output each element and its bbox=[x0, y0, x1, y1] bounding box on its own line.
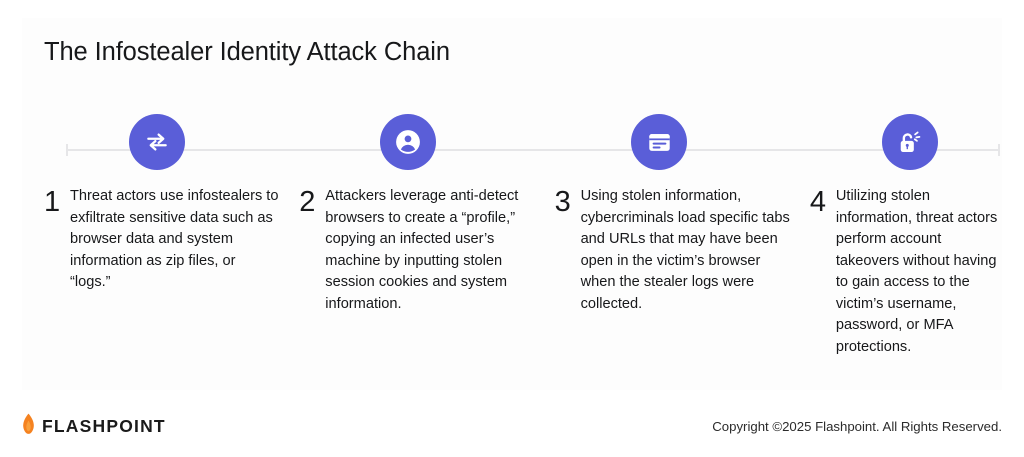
step-text-4: Utilizing stolen information, threat act… bbox=[835, 188, 998, 355]
timeline-node-3 bbox=[631, 114, 687, 170]
step-text-2: Attackers leverage anti-detect browsers … bbox=[325, 188, 519, 312]
flashpoint-logo: FLASHPOINT bbox=[22, 413, 166, 440]
timeline-node-2 bbox=[380, 114, 436, 170]
flashpoint-wordmark: FLASHPOINT bbox=[42, 416, 166, 436]
timeline-rail-cap-left bbox=[66, 144, 68, 156]
step-item-4: 4 Utilizing stolen information, threat a… bbox=[810, 186, 1002, 358]
timeline-node-4 bbox=[882, 114, 938, 170]
timeline-rail bbox=[66, 149, 1000, 151]
timeline-node-1 bbox=[129, 114, 185, 170]
flame-icon bbox=[22, 413, 35, 440]
step-number-1: 1 bbox=[44, 186, 61, 218]
steps-list: 1 Threat actors use infostealers to exfi… bbox=[44, 186, 1002, 358]
step-item-2: 2 Attackers leverage anti-detect browser… bbox=[299, 186, 554, 358]
step-item-1: 1 Threat actors use infostealers to exfi… bbox=[44, 186, 299, 358]
timeline-rail-cap-right bbox=[998, 144, 1000, 156]
step-text-1: Threat actors use infostealers to exfilt… bbox=[70, 188, 279, 290]
unlocked-padlock-icon bbox=[897, 129, 924, 156]
step-item-3: 3 Using stolen information, cybercrimina… bbox=[555, 186, 810, 358]
step-text-3: Using stolen information, cybercriminals… bbox=[580, 188, 790, 312]
transfer-arrows-icon bbox=[144, 129, 170, 155]
user-account-icon bbox=[394, 128, 422, 156]
infographic-card: The Infostealer Identity Attack Chain bbox=[22, 18, 1002, 390]
browser-window-icon bbox=[647, 130, 672, 155]
step-number-2: 2 bbox=[299, 186, 316, 218]
timeline bbox=[44, 114, 1002, 186]
footer: FLASHPOINT Copyright ©2025 Flashpoint. A… bbox=[0, 404, 1024, 457]
page-title: The Infostealer Identity Attack Chain bbox=[44, 38, 450, 66]
step-number-3: 3 bbox=[554, 186, 571, 218]
copyright-text: Copyright ©2025 Flashpoint. All Rights R… bbox=[712, 419, 1002, 434]
step-number-4: 4 bbox=[809, 186, 826, 218]
